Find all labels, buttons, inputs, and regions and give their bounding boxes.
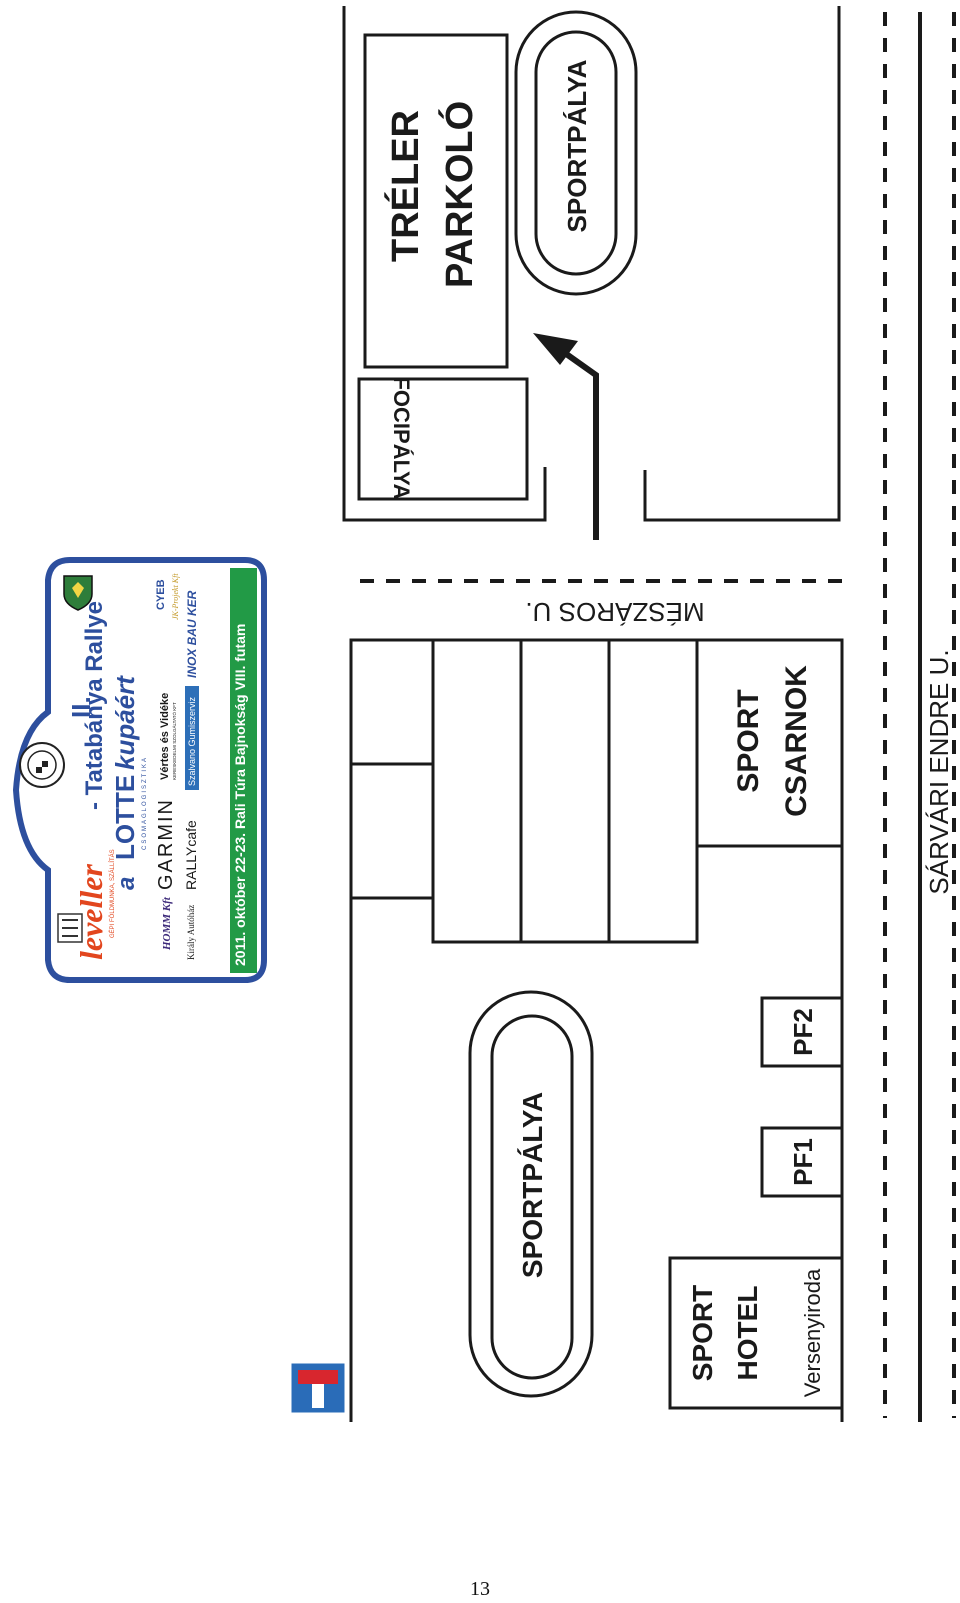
sportpalya-top [514,10,638,296]
pf1-label: PF1 [788,1138,818,1186]
focipalya-label: FOCIPÁLYA [389,376,414,499]
treler-parkolo-area [363,33,509,369]
rally-event-title: - Tatabánya Rallye [81,601,108,810]
entrance-arrow [533,333,599,540]
sportpalya-bottom-label: SPORTPÁLYA [517,1092,548,1278]
sportpalya-top-label: SPORTPÁLYA [562,59,592,232]
sponsor-kiraly: Király Autóház [186,905,196,960]
sponsor-vertes-sub: KERESKEDELMI SZOLGÁLTATÓ KFT [171,702,177,780]
sports-hall-complex [349,638,844,1422]
dead-end-sign-bar [298,1370,338,1384]
stw-logo-icon [57,913,83,943]
sponsor-rallycafe: RALLYcafe [183,820,199,890]
lotte-logo: LOTTE [110,775,140,860]
rally-plate-footer: 2011. október 22-23. Rali Túra Bajnokság… [232,624,248,966]
sponsor-homm: HOMM Kft [161,896,173,951]
rally-line2-a: a [113,877,140,890]
sportpalya-top-outer [514,10,638,296]
upper-boundary [342,6,547,522]
sponsor-szalvano-bg [185,686,199,790]
rally-plate-crest [19,742,65,788]
page-number: 13 [470,1578,490,1600]
annex-small [349,638,435,766]
hall-wing-1 [431,638,523,944]
leveller-logo: leveller [73,864,109,960]
pf2-label: PF2 [788,1008,818,1056]
upper-boundary-right [643,6,841,522]
sportpalya-bottom-outer [468,990,594,1398]
focipalya-area [357,377,529,501]
sportpalya-bottom [468,990,594,1398]
dead-end-sign [288,1360,348,1416]
sponsor-szalvano: Szalvano Gumiszerviz [187,696,197,786]
versenyiroda-label: Versenyiroda [800,1268,825,1397]
meszaros-label: MÉSZÁROS U. [525,597,704,627]
hall-wing-3 [607,638,699,944]
rally-plate-outline [12,557,267,983]
sportpalya-top-inner [534,30,618,276]
sponsor-cyeb: CYEB [155,579,167,610]
checkered-flag-icon [36,761,48,773]
sport-csarnok-csarnok-label: CSARNOK [780,665,813,817]
sport-csarnok-building [695,638,844,848]
tatabanya-crest-icon [63,575,93,611]
parkolo-label: PARKOLÓ [437,101,481,288]
leveller-tagline: GÉPI FÖLDMUNKA, SZÁLLÍTÁS [109,849,116,938]
sarvari-label: SÁRVÁRI ENDRE U. [924,649,954,894]
arrow-head [533,333,578,365]
sponsor-jk: JK-Projekt Kft [171,573,180,620]
rally-kupaert: kupáért [110,675,140,770]
dead-end-sign-stem [312,1384,324,1408]
sportpalya-bottom-inner [490,1014,574,1380]
rally-plate-footer-bg [230,568,257,973]
sponsor-vertes: Vértes és Vidéke [159,693,171,780]
arrow-shaft [553,343,599,540]
sponsor-inox: INOX BAU KER [185,590,199,678]
hall-wing-2 [519,638,611,944]
lotte-csomag: CSOMAGLOGISZTIKA [142,756,148,850]
upper-complex [342,6,841,522]
sponsor-garmin: GARMIN [155,798,177,890]
rally-plate: II. leveller GÉPI FÖLDMUNKA, SZÁLLÍTÁS -… [12,557,267,983]
rally-plate-roman: II. [66,696,96,718]
complex-outline [349,640,433,1422]
rally-plate-content: II. leveller GÉPI FÖLDMUNKA, SZÁLLÍTÁS -… [19,573,248,966]
sport-csarnok-sport-label: SPORT [732,689,765,792]
treler-label: TRÉLER [383,110,427,262]
hotel-hotel-label: HOTEL [732,1286,763,1381]
hotel-sport-label: SPORT [687,1285,718,1381]
